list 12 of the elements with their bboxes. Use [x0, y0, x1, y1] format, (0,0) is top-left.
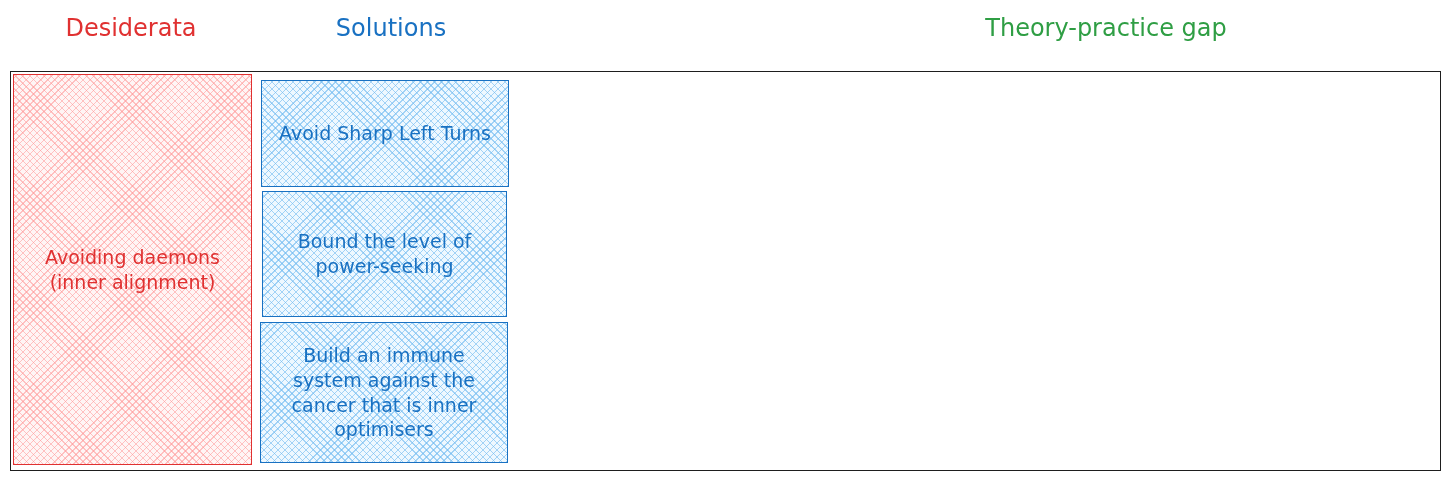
hatched-box [262, 191, 507, 317]
outer-frame [10, 71, 1441, 471]
hatched-box [261, 80, 509, 187]
box-text: Avoiding daemons (inner alignment) [44, 244, 221, 295]
box-text: Build an immune system against the cancer that is inner optimisers [290, 343, 478, 442]
hatched-box [13, 74, 252, 465]
column-heading: Desiderata [65, 14, 197, 42]
box-text: Bound the level of power-seeking [296, 229, 473, 279]
column-heading: Theory-practice gap [985, 14, 1227, 42]
column-heading: Solutions [335, 14, 447, 42]
hatched-box [260, 322, 508, 463]
box-text: Avoid Sharp Left Turns [278, 121, 492, 146]
